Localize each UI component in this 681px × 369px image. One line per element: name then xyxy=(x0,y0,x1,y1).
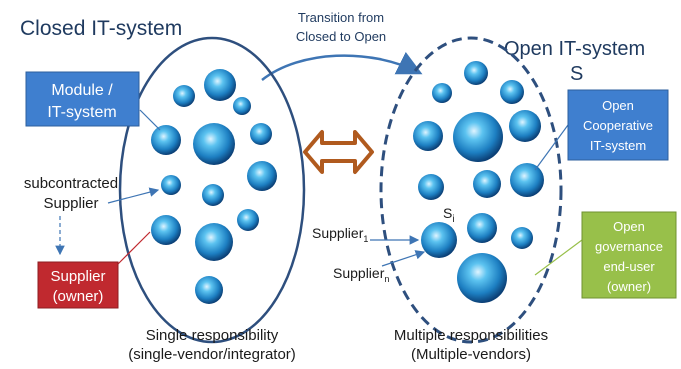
closed-caption-line1: Single responsibility xyxy=(146,327,279,344)
supplier-1-main: Supplier xyxy=(312,225,364,241)
supplier-n-arrow xyxy=(381,250,426,267)
module-sphere xyxy=(413,121,443,151)
module-sphere xyxy=(500,80,524,104)
open-coop-line3: IT-system xyxy=(590,138,646,153)
module-sphere xyxy=(195,223,233,261)
module-sphere xyxy=(151,125,181,155)
module-sphere xyxy=(151,215,181,245)
module-connector-line xyxy=(139,109,161,131)
module-sphere xyxy=(418,174,444,200)
closed-system-title: Closed IT-system xyxy=(20,17,182,40)
supplier-owner-line2: (owner) xyxy=(53,288,104,305)
open-caption-line1: Multiple responsibilities xyxy=(394,327,548,344)
closed-system-spheres xyxy=(151,69,277,304)
module-sphere xyxy=(464,61,488,85)
supplier-n-sub: n xyxy=(384,274,389,284)
module-sphere xyxy=(467,213,497,243)
module-box-line1: Module / xyxy=(51,82,113,99)
double-arrow-icon xyxy=(303,130,374,174)
open-system-title-suffix: S xyxy=(570,63,583,85)
open-caption-line2: (Multiple-vendors) xyxy=(411,346,531,363)
subcontracted-label-line2: Supplier xyxy=(43,195,98,212)
open-system-title: Open IT-system xyxy=(504,38,645,60)
supplier-1-sub: 1 xyxy=(363,234,368,244)
module-sphere xyxy=(237,209,259,231)
module-it-system-box xyxy=(25,71,140,127)
module-sphere xyxy=(473,170,501,198)
subcontracted-label-line1: subcontracted xyxy=(24,175,118,192)
module-sphere xyxy=(202,184,224,206)
module-sphere xyxy=(509,110,541,142)
module-sphere xyxy=(204,69,236,101)
open-cooperative-box xyxy=(567,89,669,161)
supplier-i-sub: i xyxy=(452,214,454,225)
supplier-i-sphere xyxy=(421,222,457,258)
module-sphere xyxy=(173,85,195,107)
module-sphere xyxy=(161,175,181,195)
subcontracted-pointer-arrow xyxy=(107,187,160,204)
open-governance-box xyxy=(581,211,677,299)
supplier-i-main: S xyxy=(443,205,452,221)
open-system-ellipse xyxy=(379,36,563,344)
supplier-n-label: Suppliern xyxy=(333,265,389,284)
module-sphere xyxy=(233,97,251,115)
supplier-1-label: Supplier1 xyxy=(312,225,368,244)
supplier-owner-line1: Supplier xyxy=(50,268,105,285)
open-gov-connector-line xyxy=(534,239,583,276)
open-gov-line3: end-user xyxy=(603,259,655,274)
closed-system-ellipse xyxy=(118,36,306,344)
transition-arrow xyxy=(261,51,423,81)
supplier-n-main: Supplier xyxy=(333,265,385,281)
open-system-spheres xyxy=(413,61,544,303)
closed-caption-line2: (single-vendor/integrator) xyxy=(128,346,296,363)
open-gov-line1: Open xyxy=(613,219,645,234)
supplier-owner-connector-line xyxy=(117,231,151,265)
module-sphere xyxy=(510,163,544,197)
transition-label-line1: Transition from xyxy=(298,10,384,25)
open-coop-connector-line xyxy=(534,124,569,171)
module-sphere xyxy=(247,161,277,191)
module-sphere xyxy=(195,276,223,304)
supplier-owner-box xyxy=(37,261,119,309)
module-sphere xyxy=(193,123,235,165)
module-sphere xyxy=(432,83,452,103)
module-sphere xyxy=(453,112,503,162)
open-gov-line4: (owner) xyxy=(607,279,651,294)
open-coop-line1: Open xyxy=(602,98,634,113)
open-gov-line2: governance xyxy=(595,239,663,254)
module-box-line2: IT-system xyxy=(47,104,116,121)
module-sphere xyxy=(250,123,272,145)
module-sphere xyxy=(511,227,533,249)
open-coop-line2: Cooperative xyxy=(583,118,653,133)
transition-label-line2: Closed to Open xyxy=(296,29,386,44)
supplier-i-label: Si xyxy=(443,205,455,225)
module-sphere xyxy=(457,253,507,303)
